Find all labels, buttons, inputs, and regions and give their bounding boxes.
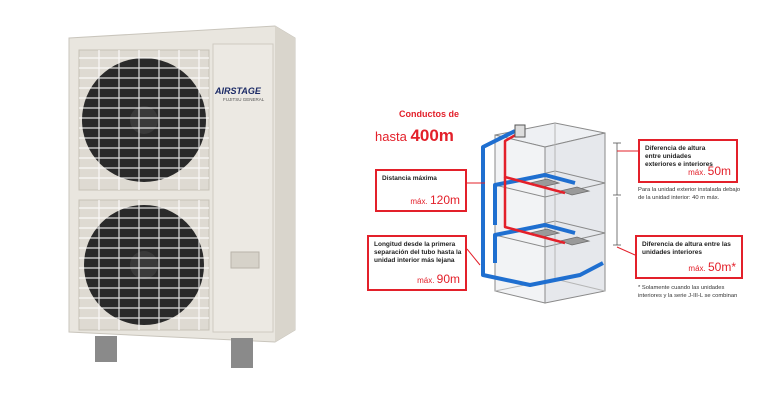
- callout-height-indoor-indoor: Diferencia de altura entre las unidades …: [635, 235, 743, 279]
- note-outdoor-below: Para la unidad exterior instalada debajo…: [638, 187, 741, 201]
- ducts-header-line2: hasta 400m: [375, 126, 454, 146]
- callout-max-distance-label: Distancia máxima: [382, 175, 437, 182]
- outdoor-unit-drawing: [68, 25, 296, 368]
- callout-height-outdoor-indoor-label: Diferencia de altura entre unidades exte…: [645, 145, 713, 168]
- service-panel: [230, 251, 260, 269]
- callout-height-outdoor-indoor-value: máx. 50m: [688, 164, 731, 178]
- callout-pipe-length-number: 90m: [436, 272, 460, 286]
- footnote: * Solamente cuando las unidades interior…: [638, 285, 738, 299]
- ducts-header-prefix: hasta: [375, 129, 407, 144]
- ducts-header-value: 400m: [410, 126, 454, 145]
- callout-pipe-length-prefix: máx.: [417, 276, 435, 285]
- ducts-header-line1: Conductos de: [399, 109, 459, 119]
- callout-max-distance-prefix: máx.: [410, 197, 428, 206]
- bottom-fan-grille: [78, 199, 210, 331]
- top-fan-grille: [78, 49, 210, 191]
- callout-height-indoor-indoor-number: 50m*: [707, 260, 736, 274]
- callout-max-distance: Distancia máxima máx. 120m: [375, 169, 467, 212]
- callout-height-indoor-indoor-label: Diferencia de altura entre las unidades …: [642, 241, 731, 256]
- callout-height-outdoor-indoor-number: 50m: [707, 164, 731, 178]
- callout-max-distance-number: 120m: [429, 193, 460, 207]
- callout-height-outdoor-indoor: Diferencia de altura entre unidades exte…: [638, 139, 738, 183]
- unit-foot-left: [95, 336, 117, 362]
- callout-pipe-length-value: máx. 90m: [417, 272, 460, 286]
- brand-subtitle: FUJITSU GENERAL: [223, 97, 265, 102]
- callout-pipe-length: Longitud desde la primera separación del…: [367, 235, 467, 291]
- callout-max-distance-value: máx. 120m: [410, 193, 460, 207]
- unit-foot-right: [231, 338, 253, 368]
- system-diagram: Conductos de hasta 400m Distancia máxima…: [355, 95, 765, 395]
- brand-logo: AIRSTAGE: [215, 86, 261, 96]
- outdoor-unit-illustration: AIRSTAGE FUJITSU GENERAL: [55, 20, 325, 390]
- building-piping-drawing: [466, 122, 638, 304]
- callout-pipe-length-label: Longitud desde la primera separación del…: [374, 241, 462, 264]
- rooftop-outdoor-unit: [514, 124, 526, 138]
- callout-height-indoor-indoor-value: máx. 50m*: [688, 260, 736, 274]
- callout-height-indoor-indoor-prefix: máx.: [688, 264, 706, 273]
- callout-height-outdoor-indoor-prefix: máx.: [688, 168, 706, 177]
